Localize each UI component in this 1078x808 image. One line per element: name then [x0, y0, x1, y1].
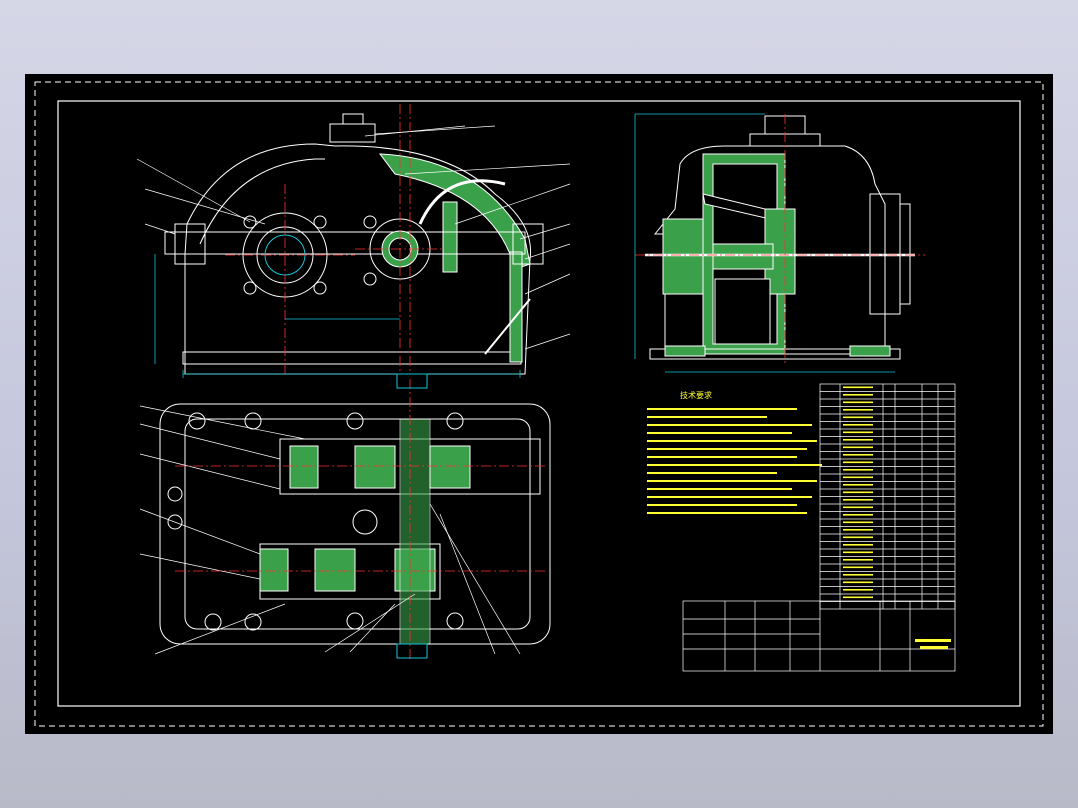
parts-list-text-mark [843, 581, 873, 584]
front-view-centerlines [225, 104, 445, 374]
outer-sheet-border [34, 81, 1044, 727]
parts-list-text-mark [843, 514, 873, 516]
parts-list-text-mark [843, 589, 873, 591]
inner-frame-border [57, 100, 1021, 707]
plan-view-centerlines [175, 379, 545, 659]
parts-list-text-mark [843, 596, 873, 599]
parts-list-text-mark [843, 394, 873, 396]
parts-list-text-mark [843, 506, 873, 509]
parts-list-text-mark [843, 409, 873, 411]
parts-list-text-mark [843, 439, 873, 441]
parts-list-text-mark [843, 461, 873, 464]
parts-list-text-mark [843, 431, 873, 434]
parts-list-text-mark [843, 529, 873, 531]
parts-list-text-mark [843, 544, 873, 546]
plan-view [139, 403, 551, 655]
parts-list-text-mark [843, 521, 873, 524]
parts-list-text-mark [843, 469, 873, 471]
parts-list-text-mark [843, 559, 873, 561]
front-view-dimensions [154, 254, 521, 378]
parts-list-text-mark [843, 566, 873, 569]
front-view [136, 113, 571, 375]
gearbox-assembly-drawing: 技术要求 [34, 81, 1044, 727]
parts-list-text-mark [843, 551, 873, 554]
parts-list-text-mark [843, 454, 873, 456]
parts-list-text-mark [843, 536, 873, 539]
title-block-annotations [915, 639, 951, 649]
parts-list-text-mark [843, 401, 873, 404]
side-view [645, 115, 915, 360]
side-view-centerlines [635, 114, 925, 364]
parts-list-text-mark [843, 416, 873, 419]
parts-list-table [819, 383, 956, 610]
parts-list-text-mark [843, 476, 873, 479]
parts-list-text-mark [843, 491, 873, 494]
cad-viewport[interactable]: 技术要求 [25, 74, 1053, 734]
parts-list-text-mark [843, 499, 873, 501]
parts-list-text-mark [843, 424, 873, 426]
requirements-text-lines [647, 408, 822, 514]
parts-list-text-mark [843, 574, 873, 576]
parts-list-text-mark [843, 484, 873, 486]
side-view-dimensions [634, 113, 895, 373]
parts-list-text-mark [843, 386, 873, 389]
parts-list-text-mark [843, 446, 873, 449]
technical-requirements-title: 技术要求 [680, 390, 712, 400]
plan-view-dimension-box [396, 373, 428, 389]
technical-requirements-block: 技术要求 [647, 390, 822, 514]
title-block [682, 600, 956, 672]
